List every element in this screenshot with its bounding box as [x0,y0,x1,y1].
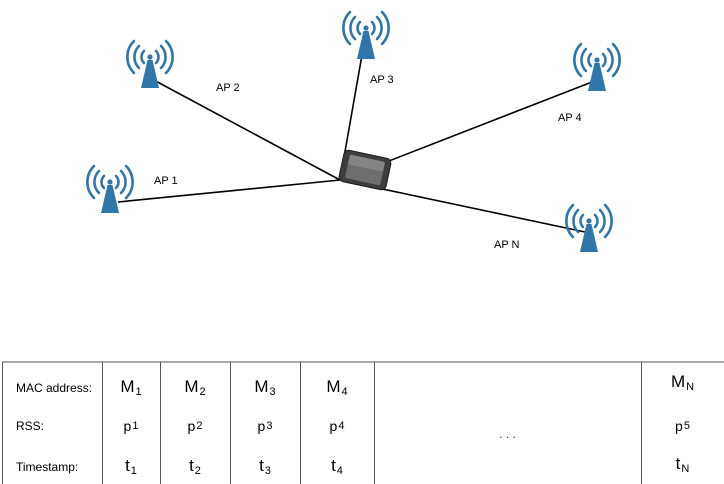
line-ap1 [117,179,341,203]
label-ap2: AP 2 [216,82,240,94]
line-ap2 [149,77,341,181]
label-ap1: AP 1 [154,175,178,187]
row-label-mac: MAC address: [16,381,93,395]
row-label-rss: RSS: [16,419,45,433]
label-apn: AP N [494,239,520,251]
ap-diagram: AP 1 AP 2 AP 3 AP 4 AP N [86,10,621,254]
smartphone-icon [338,149,392,191]
label-ap3: AP 3 [370,74,394,86]
label-ap4: AP 4 [558,112,582,124]
ellipsis-cell: . . . [499,427,516,441]
row-label-timestamp: Timestamp: [16,460,79,474]
